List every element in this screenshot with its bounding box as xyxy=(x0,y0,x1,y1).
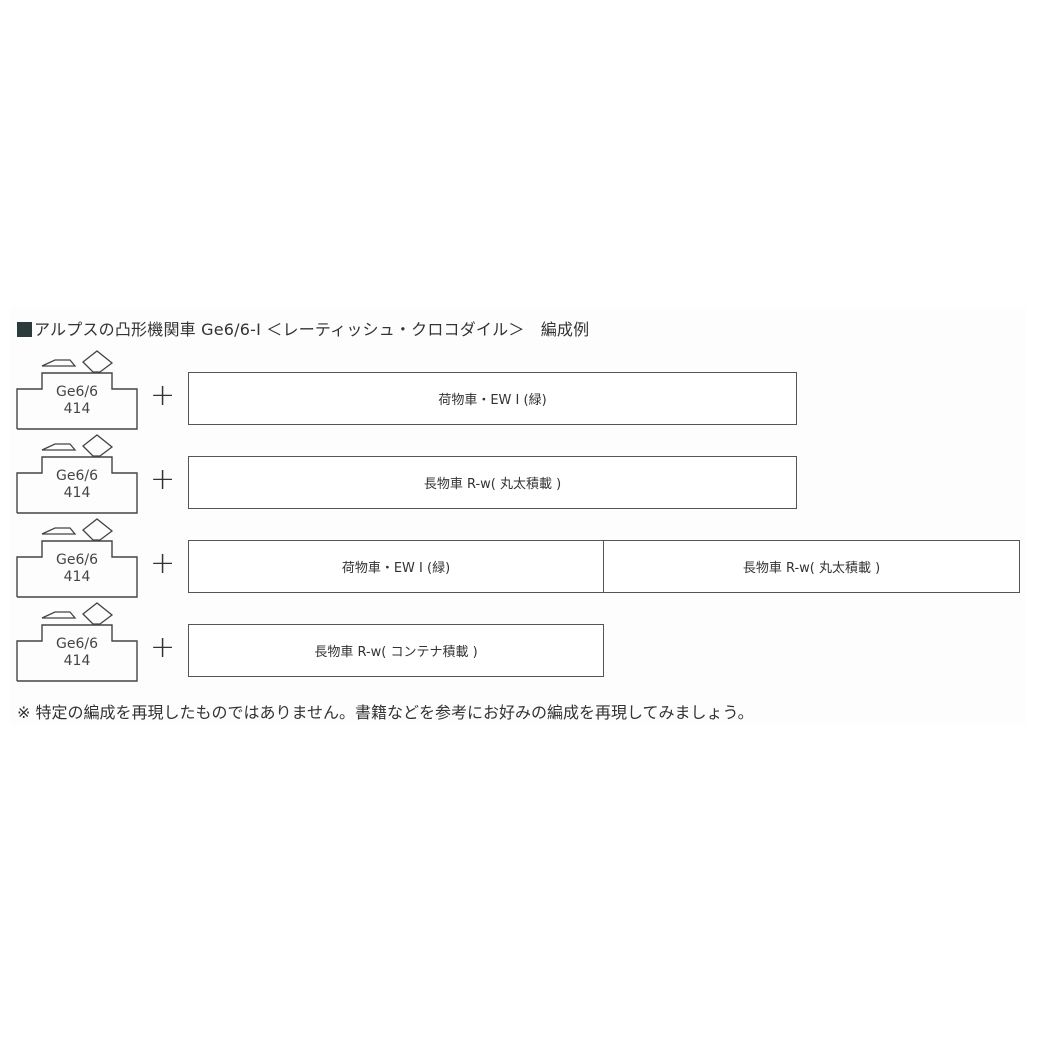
locomotive-label: Ge6/6 414 xyxy=(42,636,112,670)
locomotive-icon xyxy=(16,350,138,430)
locomotive-number: 414 xyxy=(63,401,91,417)
locomotive-class: Ge6/6 xyxy=(56,636,98,652)
plus-sign: + xyxy=(150,378,176,413)
locomotive: Ge6/6 414 xyxy=(14,434,144,516)
plus-sign: + xyxy=(150,546,176,581)
locomotive-class: Ge6/6 xyxy=(56,468,98,484)
car-box: 長物車 R-w( コンテナ積載 ) xyxy=(188,624,604,677)
formation-row: Ge6/6 414 + 長物車 R-w( コンテナ積載 ) xyxy=(0,602,1041,704)
locomotive-label: Ge6/6 414 xyxy=(42,552,112,586)
formation-row: Ge6/6 414 + 荷物車・EW I (緑)長物車 R-w( 丸太積載 ) xyxy=(0,518,1041,620)
title-text: アルプスの凸形機関車 Ge6/6-I ＜レーティッシュ・クロコダイル＞ 編成例 xyxy=(34,320,590,339)
locomotive-label: Ge6/6 414 xyxy=(42,384,112,418)
footnote: ※ 特定の編成を再現したものではありません。書籍などを参考にお好みの編成を再現し… xyxy=(17,703,754,722)
locomotive-number: 414 xyxy=(63,485,91,501)
locomotive-icon xyxy=(16,518,138,598)
car-box: 長物車 R-w( 丸太積載 ) xyxy=(188,456,797,509)
locomotive-number: 414 xyxy=(63,569,91,585)
square-bullet-icon xyxy=(17,322,32,337)
locomotive: Ge6/6 414 xyxy=(14,350,144,432)
locomotive-class: Ge6/6 xyxy=(56,384,98,400)
locomotive-icon xyxy=(16,602,138,682)
diagram-title: アルプスの凸形機関車 Ge6/6-I ＜レーティッシュ・クロコダイル＞ 編成例 xyxy=(17,316,589,340)
formation-row: Ge6/6 414 + 長物車 R-w( 丸太積載 ) xyxy=(0,434,1041,536)
locomotive-class: Ge6/6 xyxy=(56,552,98,568)
car-box: 荷物車・EW I (緑) xyxy=(188,540,604,593)
formation-row: Ge6/6 414 + 荷物車・EW I (緑) xyxy=(0,350,1041,452)
car-box: 荷物車・EW I (緑) xyxy=(188,372,797,425)
locomotive: Ge6/6 414 xyxy=(14,518,144,600)
plus-sign: + xyxy=(150,462,176,497)
car-box: 長物車 R-w( 丸太積載 ) xyxy=(603,540,1020,593)
locomotive-icon xyxy=(16,434,138,514)
locomotive-number: 414 xyxy=(63,653,91,669)
locomotive: Ge6/6 414 xyxy=(14,602,144,684)
plus-sign: + xyxy=(150,630,176,665)
locomotive-label: Ge6/6 414 xyxy=(42,468,112,502)
